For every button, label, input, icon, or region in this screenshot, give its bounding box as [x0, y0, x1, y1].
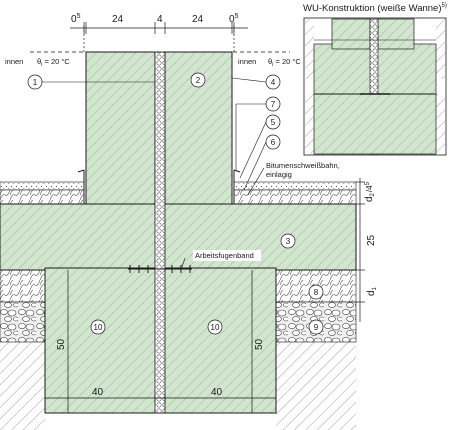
inset-title: WU-Konstruktion (weiße Wanne)5)	[303, 3, 447, 14]
base-slab-3	[0, 203, 357, 271]
inset-wu-konstruktion: WU-Konstruktion (weiße Wanne)5)	[303, 3, 447, 156]
callout-4: 4	[265, 74, 281, 90]
callout-9: 9	[308, 319, 324, 335]
leader-lines	[42, 77, 267, 268]
callout-2: 2	[190, 72, 206, 88]
top-dim-right-gap: 05	[229, 13, 239, 25]
dim-d1: d1	[366, 286, 378, 296]
callout-10-left: 10	[90, 319, 106, 335]
svg-text:4: 4	[271, 78, 276, 87]
label-bitumen-1: Bitumenschweißbahn,	[266, 161, 340, 170]
footing-dimension-lines	[44, 270, 277, 414]
svg-text:10: 10	[211, 323, 220, 332]
dim-footing-right: 40	[211, 387, 223, 398]
dim-footing-left: 40	[92, 387, 104, 398]
floor-buildup	[0, 181, 357, 205]
callout-6: 6	[265, 134, 281, 150]
svg-text:5: 5	[271, 118, 276, 127]
top-dim-left-gap: 05	[71, 13, 81, 25]
dim-d2: d2/45	[364, 181, 376, 202]
temp-left-value: θi = 20 °C	[37, 57, 70, 68]
svg-text:10: 10	[94, 323, 103, 332]
top-dim-joint: 4	[157, 14, 163, 25]
svg-text:9: 9	[314, 323, 319, 332]
callout-5: 5	[265, 114, 281, 130]
svg-text:6: 6	[271, 138, 276, 147]
label-bitumen-2: einlagig	[266, 170, 292, 179]
callout-10-right: 10	[207, 319, 223, 335]
svg-text:2: 2	[196, 76, 201, 85]
callout-3: 3	[280, 233, 296, 249]
temp-right-side: innen	[238, 57, 256, 66]
callout-1: 1	[27, 74, 43, 90]
temp-left-side: innen	[5, 57, 23, 66]
top-dimension-chain	[30, 22, 290, 53]
dim-footing-height-left: 50	[56, 338, 67, 350]
arbeitsfuge-label-bg	[193, 250, 261, 261]
wall-base-details	[77, 169, 241, 204]
svg-text:7: 7	[271, 100, 276, 109]
right-dimension-chain	[355, 178, 365, 322]
callout-7: 7	[265, 96, 281, 112]
svg-text:3: 3	[286, 237, 291, 246]
callout-8: 8	[308, 284, 324, 300]
movement-joint	[154, 51, 166, 414]
top-dim-wall-left: 24	[112, 14, 124, 25]
label-arbeitsfugenband: Arbeitsfugenband	[195, 251, 254, 260]
dim-slab: 25	[366, 234, 377, 246]
svg-text:8: 8	[314, 288, 319, 297]
top-dim-wall-right: 24	[192, 14, 204, 25]
dim-footing-height-right: 50	[254, 338, 265, 350]
temp-right-value: θi = 20 °C	[268, 57, 301, 68]
svg-text:1: 1	[33, 78, 38, 87]
arbeitsfugenband-strip	[128, 265, 192, 273]
